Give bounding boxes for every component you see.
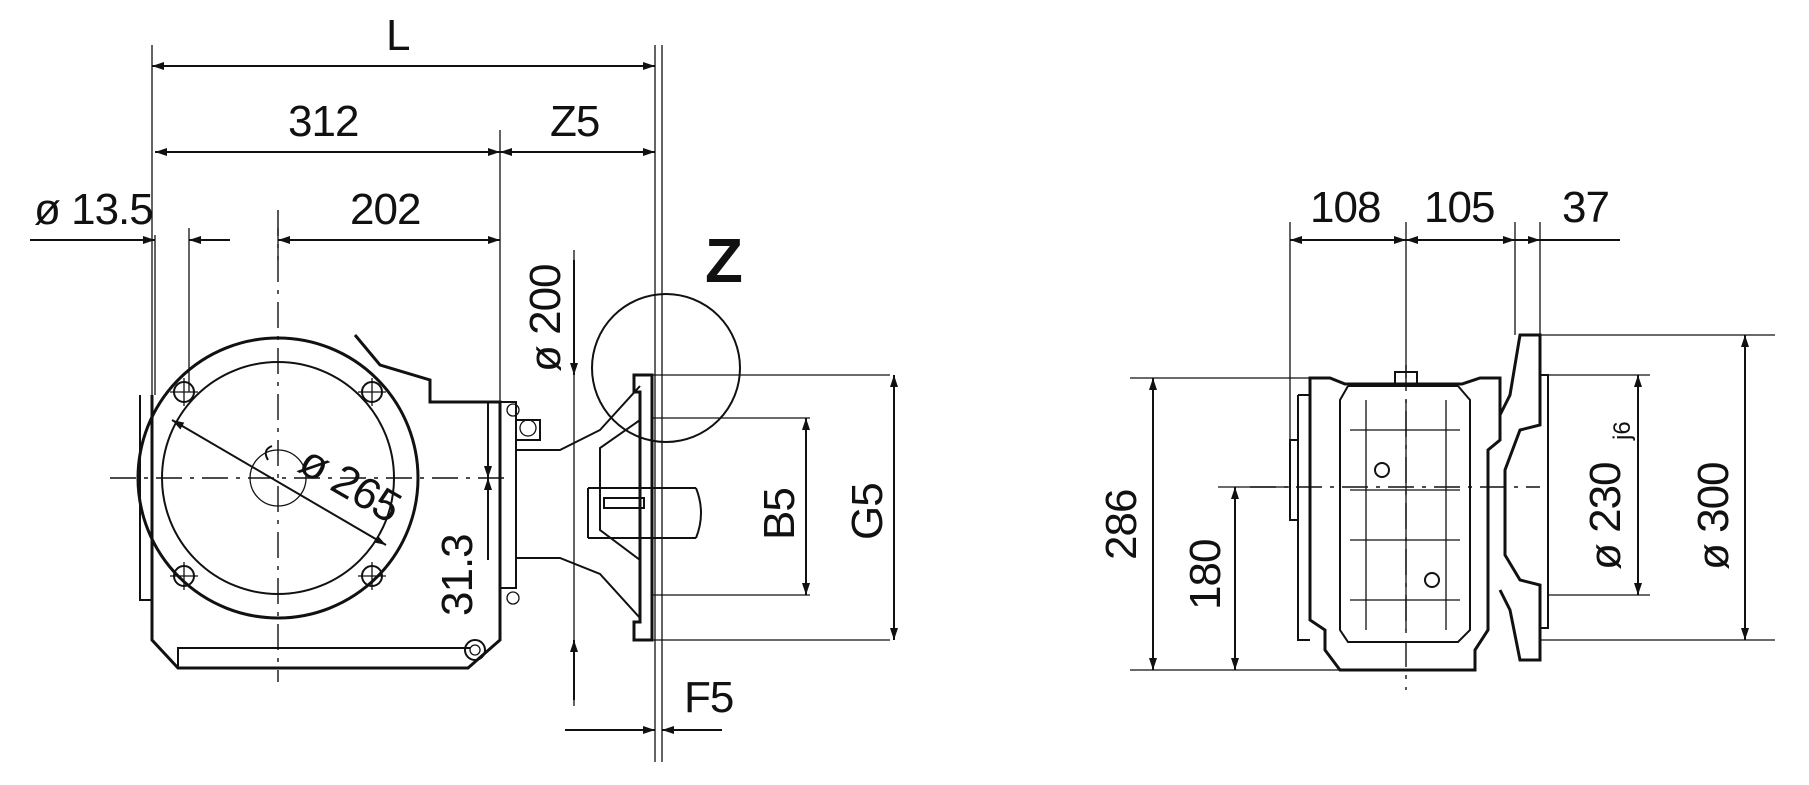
dim-label-hole: ø 13.5 — [34, 185, 153, 234]
extension-lines — [151, 45, 890, 762]
dim-label-37: 37 — [1562, 183, 1609, 232]
dim-label-286: 286 — [1097, 490, 1146, 560]
dim-label-105: 105 — [1424, 183, 1494, 232]
dim-label-f5: F5 — [684, 673, 733, 722]
plug — [1374, 462, 1390, 478]
dim-label-spigot: ø 230 — [1581, 462, 1630, 570]
gear-body — [500, 385, 641, 619]
front-extension-lines — [1130, 222, 1775, 671]
dim-label-b5: B5 — [755, 488, 804, 540]
front-view: 108 105 37 286 180 ø 230 j6 ø 300 — [1097, 183, 1775, 690]
dim-label-spigot-fit: j6 — [1609, 421, 1636, 441]
front-housing — [1289, 371, 1502, 672]
dim-label-g5: G5 — [843, 483, 892, 540]
dim-label-180: 180 — [1181, 540, 1230, 610]
dim-label-flange: ø 300 — [1689, 462, 1738, 570]
output-flange — [587, 373, 702, 642]
gearbox-housing — [139, 334, 502, 670]
detail-circle-z — [591, 293, 741, 443]
dim-label-108: 108 — [1310, 183, 1380, 232]
side-view: Z L 312 Z5 202 ø 13.5 ø 265 ø 200 31.3 B… — [30, 11, 898, 762]
dim-line-265 — [171, 419, 387, 546]
plug — [1424, 572, 1440, 588]
dim-label-flange-circle: ø 200 — [521, 264, 570, 372]
front-output-flange — [1498, 333, 1549, 662]
detail-marker-z: Z — [705, 227, 743, 296]
dim-label-202: 202 — [350, 185, 420, 234]
dim-label-31-3: 31.3 — [433, 534, 482, 616]
dim-label-312: 312 — [288, 97, 358, 146]
dim-label-z5: Z5 — [550, 97, 599, 146]
dim-label-L: L — [386, 11, 410, 60]
